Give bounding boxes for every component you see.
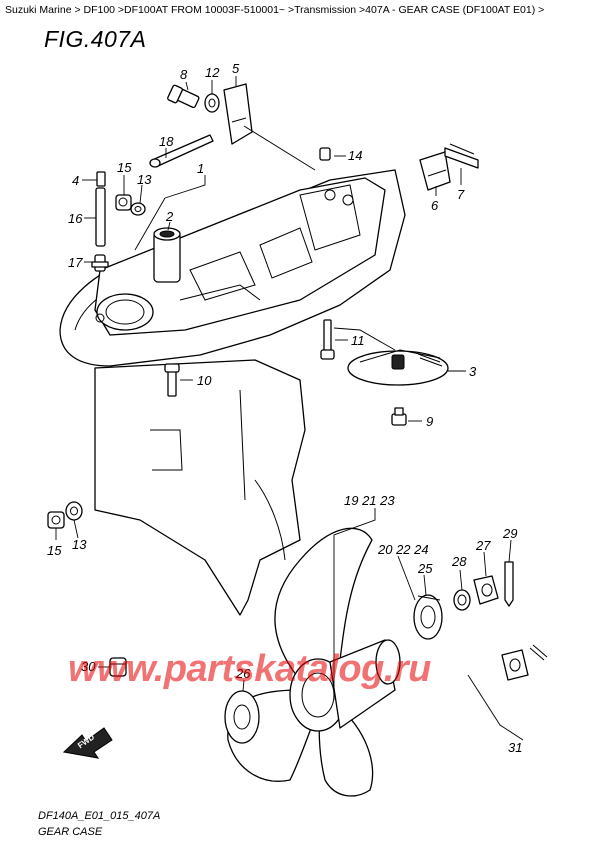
callout-3[interactable]: 3 <box>469 364 477 379</box>
callout-17[interactable]: 17 <box>68 255 83 270</box>
nut-31[interactable] <box>501 644 548 681</box>
bracket-6[interactable] <box>419 151 451 191</box>
dowel-pin-14[interactable] <box>319 147 331 161</box>
callout-12[interactable]: 12 <box>205 65 220 80</box>
footer-code: DF140A_E01_015_407A <box>38 810 161 822</box>
callout-18[interactable]: 18 <box>159 134 174 149</box>
figure-title: FIG.407A <box>44 26 147 52</box>
callout-9[interactable]: 9 <box>426 414 433 429</box>
callout-25[interactable]: 25 <box>417 561 433 576</box>
fwd-arrow-icon: FWD <box>62 727 113 759</box>
callout-31[interactable]: 31 <box>508 740 522 755</box>
gasket-13b[interactable] <box>65 501 83 521</box>
bolt-10[interactable] <box>164 363 180 397</box>
nipple-17[interactable] <box>91 254 109 272</box>
callout-15a[interactable]: 15 <box>117 160 132 175</box>
propeller[interactable] <box>227 527 401 797</box>
bolt-8[interactable] <box>167 84 200 109</box>
leader-lines <box>55 76 524 741</box>
callout-7[interactable]: 7 <box>457 187 465 202</box>
callout-29[interactable]: 29 <box>502 526 517 541</box>
callout-10[interactable]: 10 <box>197 373 212 388</box>
trim-tab-3[interactable] <box>347 349 449 386</box>
cotter-pin-29[interactable] <box>504 561 514 607</box>
callout-6[interactable]: 6 <box>431 198 439 213</box>
plug-15b[interactable] <box>47 511 65 529</box>
plug-15a[interactable] <box>115 194 132 211</box>
washer-26[interactable] <box>224 690 260 744</box>
hose-18[interactable] <box>149 134 214 168</box>
gasket-13a[interactable] <box>130 202 146 216</box>
callout-labels: 8 12 5 18 14 6 7 4 15 13 1 2 16 17 11 3 … <box>47 61 522 755</box>
callout-16[interactable]: 16 <box>68 211 83 226</box>
callout-20-22-24[interactable]: 20 22 24 <box>377 542 429 557</box>
callout-13b[interactable]: 13 <box>72 537 87 552</box>
callout-27[interactable]: 27 <box>475 538 491 553</box>
washer-12[interactable] <box>204 93 220 113</box>
callout-15b[interactable]: 15 <box>47 543 62 558</box>
stud-4[interactable] <box>96 171 106 187</box>
callout-14[interactable]: 14 <box>348 148 362 163</box>
thrust-washer-25[interactable] <box>413 594 443 640</box>
watermark: www.partskatalog.ru <box>68 648 431 690</box>
callout-4[interactable]: 4 <box>72 173 79 188</box>
callout-30[interactable]: 30 <box>81 659 96 674</box>
callout-28[interactable]: 28 <box>451 554 467 569</box>
bolt-11[interactable] <box>320 319 335 360</box>
gear-case-housing[interactable] <box>59 169 406 616</box>
callout-1[interactable]: 1 <box>197 161 204 176</box>
nut-27[interactable] <box>473 575 499 605</box>
bolt-9[interactable] <box>391 407 407 426</box>
callout-11[interactable]: 11 <box>351 333 365 348</box>
plate-7[interactable] <box>444 143 479 169</box>
callout-5[interactable]: 5 <box>232 61 240 76</box>
spacer-28[interactable] <box>453 589 471 611</box>
callout-26[interactable]: 26 <box>235 666 251 681</box>
tube-16[interactable] <box>95 187 106 247</box>
callout-2[interactable]: 2 <box>165 209 174 224</box>
breadcrumb[interactable]: Suzuki Marine > DF100 >DF100AT FROM 1000… <box>5 4 545 16</box>
callout-8[interactable]: 8 <box>180 67 188 82</box>
anode-5[interactable] <box>223 83 253 145</box>
callout-13a[interactable]: 13 <box>137 172 152 187</box>
footer-caption: GEAR CASE <box>38 826 103 838</box>
callout-19-21-23[interactable]: 19 21 23 <box>344 493 395 508</box>
